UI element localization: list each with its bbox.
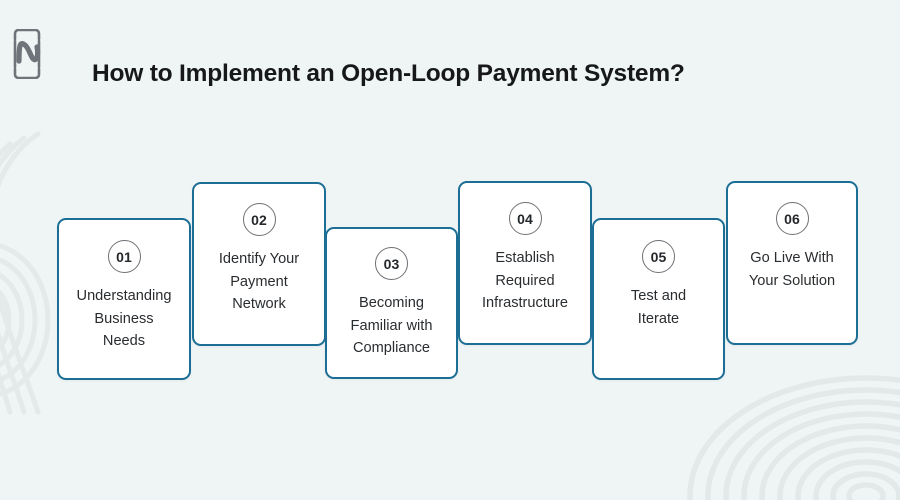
step-number-badge-3: 03 [375, 247, 408, 280]
step-card-2[interactable]: 02 Identify Your Payment Network [192, 182, 326, 346]
step-label-3: Becoming Familiar with Compliance [350, 295, 433, 357]
step-number-badge-1: 01 [107, 240, 141, 273]
step-card-5[interactable]: 05 Test and Iterate [592, 218, 725, 380]
step-card-6[interactable]: 06 Go Live With Your Solution [726, 181, 858, 345]
step-number-badge-5: 05 [642, 240, 675, 273]
step-label-2: Identify Your Payment Network [218, 251, 300, 313]
step-card-3[interactable]: 03 Becoming Familiar with Compliance [325, 227, 458, 379]
page-title: How to Implement an Open-Loop Payment Sy… [92, 60, 685, 87]
step-label-5: Test and Iterate [630, 288, 687, 327]
brand-logo-icon [13, 29, 41, 79]
step-number-badge-2: 02 [242, 203, 276, 236]
step-label-4: Establish Required Infrastructure [482, 250, 568, 312]
step-label-6: Go Live With Your Solution [748, 250, 836, 289]
step-card-4[interactable]: 04 Establish Required Infrastructure [458, 181, 592, 345]
step-number-badge-6: 06 [775, 202, 809, 235]
step-label-1: Understanding Business Needs [76, 288, 172, 350]
step-card-1[interactable]: 01 Understanding Business Needs [57, 218, 191, 380]
step-number-badge-4: 04 [508, 202, 542, 235]
header: How to Implement an Open-Loop Payment Sy… [0, 0, 900, 120]
